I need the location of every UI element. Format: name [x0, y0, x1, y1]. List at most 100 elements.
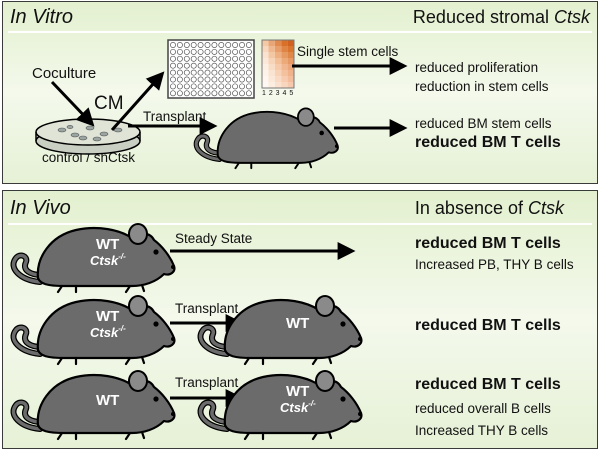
in-vivo-title: In Vivo	[10, 197, 71, 219]
heatmap-cell	[274, 58, 282, 64]
well	[218, 48, 225, 55]
in-vivo-header-right: In absence of Ctsk	[415, 199, 564, 217]
result2-line2: reduced BM T cells	[415, 134, 561, 151]
heatmap-cell	[287, 40, 294, 46]
heatmap-cell	[281, 70, 288, 76]
well	[239, 90, 245, 97]
row3-donor-mouse-icon	[13, 371, 175, 439]
well	[204, 55, 211, 62]
heatmap-cell	[281, 52, 288, 58]
well	[170, 90, 176, 97]
well	[183, 90, 190, 97]
well	[190, 55, 197, 62]
row2-ko-label: Ctsk-/-	[90, 324, 126, 340]
well	[211, 76, 218, 83]
heatmap-cell	[287, 82, 294, 88]
heatmap-cell	[268, 46, 275, 52]
well	[190, 48, 197, 55]
well	[183, 48, 190, 55]
heatmap-cell	[268, 82, 275, 88]
in-vitro-mouse-icon	[196, 108, 338, 168]
in-vitro-header-prefix: Reduced stromal	[412, 7, 554, 27]
in-vitro-transplant-label: Transplant	[143, 109, 207, 124]
in-vivo-header-prefix: In absence of	[414, 198, 528, 218]
in-vivo-header-rule	[8, 223, 592, 225]
well	[225, 48, 232, 55]
well	[197, 90, 204, 97]
well	[225, 90, 232, 97]
well	[183, 62, 190, 69]
well	[197, 69, 204, 76]
well	[218, 62, 225, 69]
row2-transplant-label: Transplant	[175, 301, 239, 316]
well	[245, 83, 252, 90]
well	[176, 90, 183, 97]
row3-recipient-ko-text: Ctsk	[280, 400, 309, 415]
well	[239, 76, 245, 83]
heatmap-cell	[281, 64, 288, 70]
heatmap-cell	[274, 40, 282, 46]
well	[170, 55, 176, 62]
well	[197, 83, 204, 90]
heatmap-cell	[262, 64, 269, 70]
heatmap-cell	[281, 76, 288, 82]
heatmap-cell	[287, 76, 294, 82]
well	[211, 42, 218, 48]
well	[183, 42, 190, 48]
well	[211, 83, 218, 90]
well	[190, 76, 197, 83]
heatmap-cell	[262, 76, 269, 82]
heatmap-cell	[287, 58, 294, 64]
well	[239, 48, 245, 55]
coculture-label: Coculture	[32, 65, 97, 82]
in-vitro-header-gene: Ctsk	[554, 7, 590, 27]
heatmap-cell	[287, 46, 294, 52]
in-vivo-header-gene: Ctsk	[528, 198, 564, 218]
row3-recipient-ko-label: Ctsk-/-	[280, 399, 316, 415]
heatmap-cell	[274, 82, 282, 88]
heatmap-cell	[287, 70, 294, 76]
well	[225, 55, 232, 62]
well	[245, 90, 252, 97]
well	[204, 90, 211, 97]
well	[232, 55, 239, 62]
well	[170, 83, 176, 90]
heatmap-cell	[281, 82, 288, 88]
row1-ko-text: Ctsk	[90, 253, 119, 268]
heatmap-cell	[268, 64, 275, 70]
well	[197, 42, 204, 48]
heatmap-cell	[262, 40, 269, 46]
well	[190, 62, 197, 69]
row1-ko-sup: -/-	[118, 252, 126, 261]
heatmap-cell	[262, 82, 269, 88]
cm-arrow	[110, 71, 165, 131]
row2-ko-text: Ctsk	[90, 325, 119, 340]
heatmap-cell	[268, 76, 275, 82]
well	[204, 42, 211, 48]
well	[232, 76, 239, 83]
well	[245, 69, 252, 76]
heatmap-cell	[268, 52, 275, 58]
heatmap-cell	[274, 46, 282, 52]
heatmap-cell	[274, 76, 282, 82]
well	[170, 42, 176, 48]
heatmap-cell	[262, 70, 269, 76]
heatmap-cell	[268, 40, 275, 46]
well	[197, 48, 204, 55]
row3-wt-label: WT	[96, 392, 119, 409]
coculture-arrow	[50, 80, 95, 127]
row1-line1: reduced BM T cells	[415, 235, 561, 252]
well	[218, 69, 225, 76]
row2-wt-label: WT	[96, 308, 119, 325]
well	[197, 62, 204, 69]
heatmap-cell	[262, 52, 269, 58]
heatmap-cell	[268, 70, 275, 76]
well	[239, 42, 245, 48]
well	[190, 90, 197, 97]
row3-line3: Increased THY B cells	[415, 423, 549, 438]
well	[176, 42, 183, 48]
well	[245, 48, 252, 55]
well	[211, 55, 218, 62]
heatmap-cell	[281, 46, 288, 52]
well	[218, 83, 225, 90]
